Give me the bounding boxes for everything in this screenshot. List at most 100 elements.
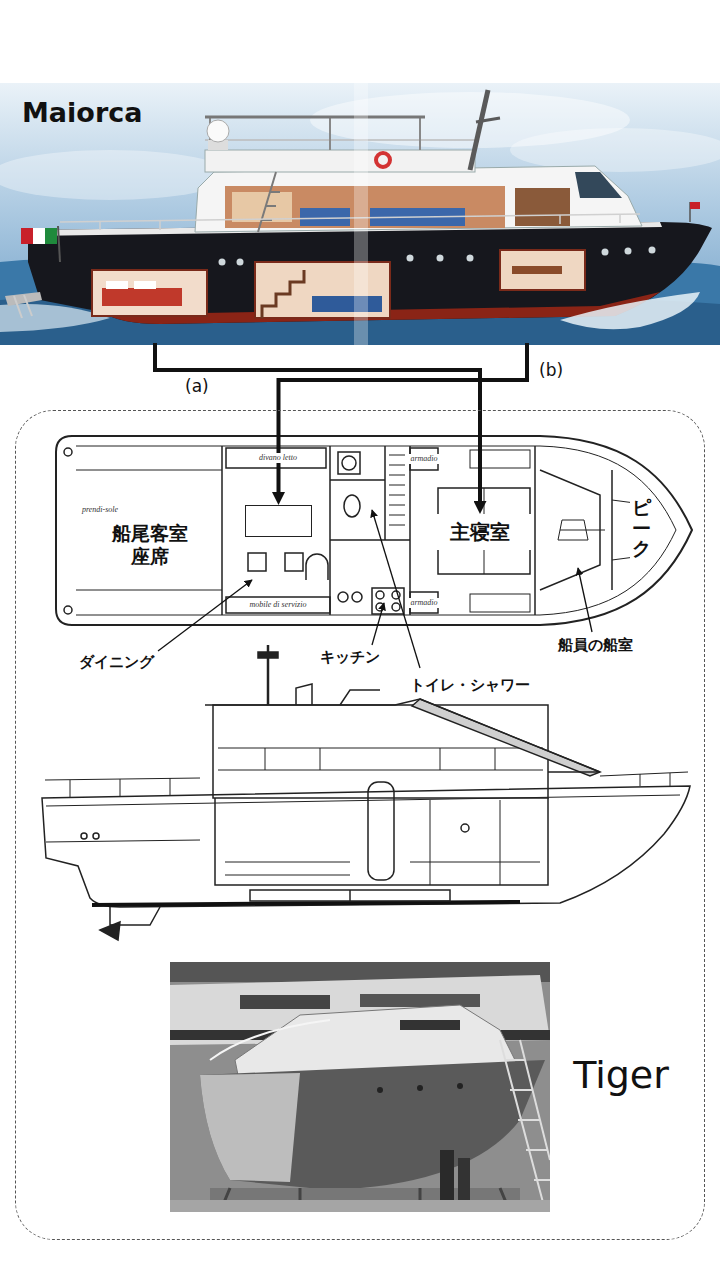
yacht-illustration [14, 295, 32, 318]
boat-photo [400, 1020, 460, 1030]
illustration-panel: Maiorca [0, 83, 720, 343]
plan-view-drawing [558, 520, 588, 540]
side-view-drawing [93, 833, 99, 839]
room-label: ダイニング [79, 653, 154, 671]
edge-label: (a) [183, 376, 211, 396]
boat-photo [170, 1200, 550, 1212]
plan-view-drawing [410, 592, 438, 613]
side-view-drawing [81, 833, 87, 839]
yacht-illustration [467, 255, 474, 262]
side-view-drawing [46, 840, 200, 842]
side-view-drawing [45, 778, 200, 798]
yacht-illustration [92, 270, 207, 316]
plan-view-drawing [64, 606, 72, 614]
yacht-illustration [60, 214, 640, 222]
yacht-illustration [5, 292, 42, 306]
side-view-drawing [349, 890, 351, 901]
plan-view-drawing [338, 452, 360, 474]
edge-label: (b) [537, 360, 565, 380]
plan-view-drawing [76, 470, 222, 590]
side-view-drawing [412, 699, 600, 776]
connector-arrow [155, 343, 480, 501]
yacht-illustration [354, 83, 368, 345]
side-view-drawing [258, 652, 278, 658]
side-view-drawing [42, 786, 690, 907]
yacht-illustration [262, 270, 304, 318]
yacht-illustration [312, 296, 382, 312]
yacht-illustration [500, 250, 585, 290]
side-view-drawing [430, 800, 500, 885]
boat-photo [170, 962, 550, 1212]
leader-line [372, 603, 384, 645]
yacht-illustration [0, 83, 720, 345]
side-view-drawing [92, 902, 520, 905]
plan-view-drawing [248, 553, 266, 571]
yacht-illustration [33, 228, 45, 244]
yacht-illustration [219, 259, 226, 266]
yacht-illustration [407, 255, 414, 262]
side-view-drawing [218, 748, 543, 770]
boat-photo [377, 1087, 383, 1093]
leader-line [372, 510, 420, 668]
drawing-note: armadio [409, 598, 438, 608]
area-label: 船尾客室 座席 [109, 522, 191, 568]
yacht-illustration [602, 249, 609, 256]
boat-photo [200, 1060, 545, 1190]
yacht-illustration [195, 166, 642, 232]
side-view-drawing [600, 772, 688, 786]
boat-photo [200, 1073, 300, 1182]
plan-view-drawing [56, 436, 692, 625]
room-box: 主寝室 [428, 514, 532, 550]
yacht-illustration [205, 150, 475, 172]
plan-view-drawing [392, 603, 400, 611]
yacht-illustration [512, 266, 562, 274]
plan-view-drawing [470, 594, 530, 612]
yacht-illustration [134, 281, 156, 289]
boat-photo [417, 1085, 423, 1091]
drawing-note: mobile di servizio [249, 600, 308, 610]
side-view-drawing [368, 782, 394, 880]
leader-line [158, 580, 252, 651]
plan-view-drawing [410, 448, 438, 470]
boat-photo [360, 994, 480, 1007]
boat-name: Tiger [573, 1053, 669, 1099]
yacht-illustration [515, 188, 570, 226]
yacht-illustration [207, 120, 229, 142]
dining-table: ダイニング [245, 505, 312, 537]
side-view-drawing [265, 748, 495, 770]
yacht-illustration [258, 172, 280, 232]
side-view-drawing [46, 795, 680, 806]
plan-view-drawing [338, 592, 348, 602]
yacht-illustration [255, 262, 390, 318]
boat-name: Maiorca [22, 97, 142, 129]
side-view-drawing [100, 922, 120, 940]
connector-arrow [279, 343, 528, 492]
boat-photo [505, 1060, 550, 1180]
yacht-illustration [510, 128, 720, 172]
plan-view-drawing [56, 436, 692, 625]
drawing-note: divano letto [258, 453, 298, 463]
side-view-drawing [213, 705, 548, 798]
yacht-illustration [106, 281, 128, 289]
plan-view-drawing [226, 597, 330, 613]
boat-photo [210, 1188, 520, 1200]
side-view-drawing [250, 890, 450, 901]
area-label: ピーク [630, 495, 653, 562]
yacht-illustration [300, 208, 350, 226]
yacht-illustration [210, 118, 420, 150]
callout-label: キッチン [319, 648, 381, 666]
drawing-note: armadio [409, 454, 438, 464]
plan-view-drawing [64, 448, 72, 456]
plan-view-drawing [344, 495, 360, 517]
yacht-illustration [649, 247, 656, 254]
plan-view-drawing [76, 446, 676, 615]
yacht-illustration [0, 150, 230, 200]
leader-line [578, 568, 592, 632]
yacht-illustration [625, 248, 632, 255]
yacht-illustration [690, 202, 700, 209]
plan-view-drawing [389, 455, 405, 525]
yacht-illustration [102, 288, 182, 306]
side-view-drawing [205, 699, 600, 772]
boat-photo [500, 1040, 550, 1210]
